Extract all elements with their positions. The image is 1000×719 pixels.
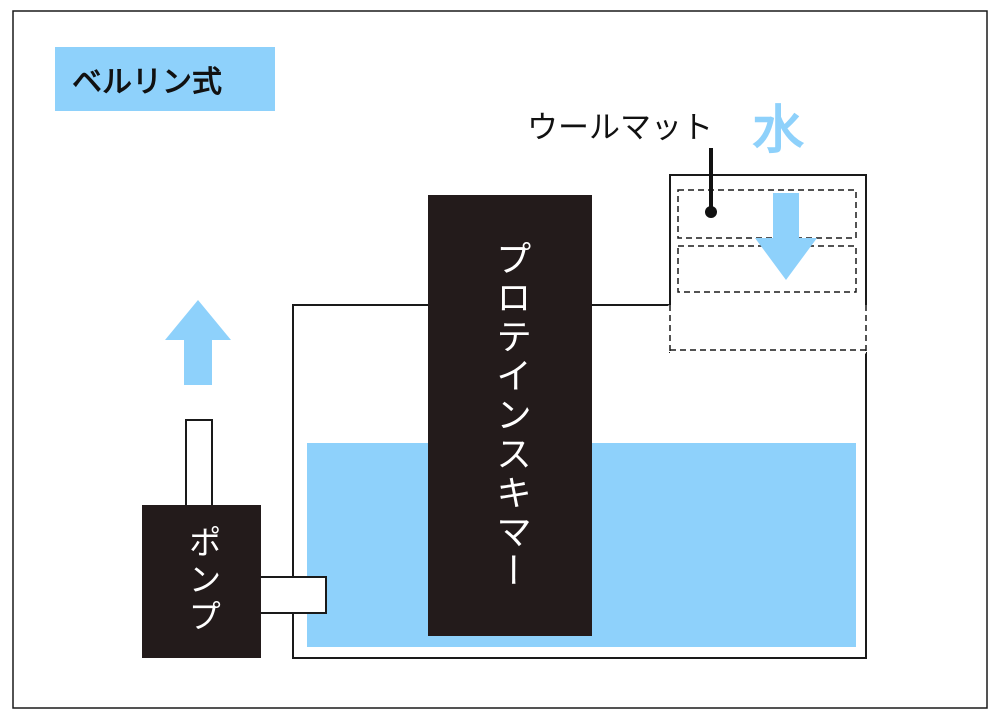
title-badge xyxy=(55,47,275,111)
pump-inlet-pipe xyxy=(259,576,327,614)
pump-label: ポンプ xyxy=(183,525,222,636)
protein-skimmer xyxy=(428,195,592,636)
title-text: ベルリン式 xyxy=(72,65,222,100)
wool-mat-label: ウールマット xyxy=(527,110,713,146)
water-down-arrow-icon xyxy=(755,193,817,280)
protein-skimmer-label: プロテインスキマー xyxy=(490,240,531,591)
wool-mat-pointer-dot xyxy=(705,206,717,218)
pump-outlet-pipe xyxy=(185,419,213,507)
pump-up-arrow-icon xyxy=(165,300,231,385)
pump-body xyxy=(142,505,261,658)
water-label: 水 xyxy=(752,101,805,161)
wool-mat-layer-2 xyxy=(677,245,857,293)
filter-box xyxy=(669,174,867,353)
